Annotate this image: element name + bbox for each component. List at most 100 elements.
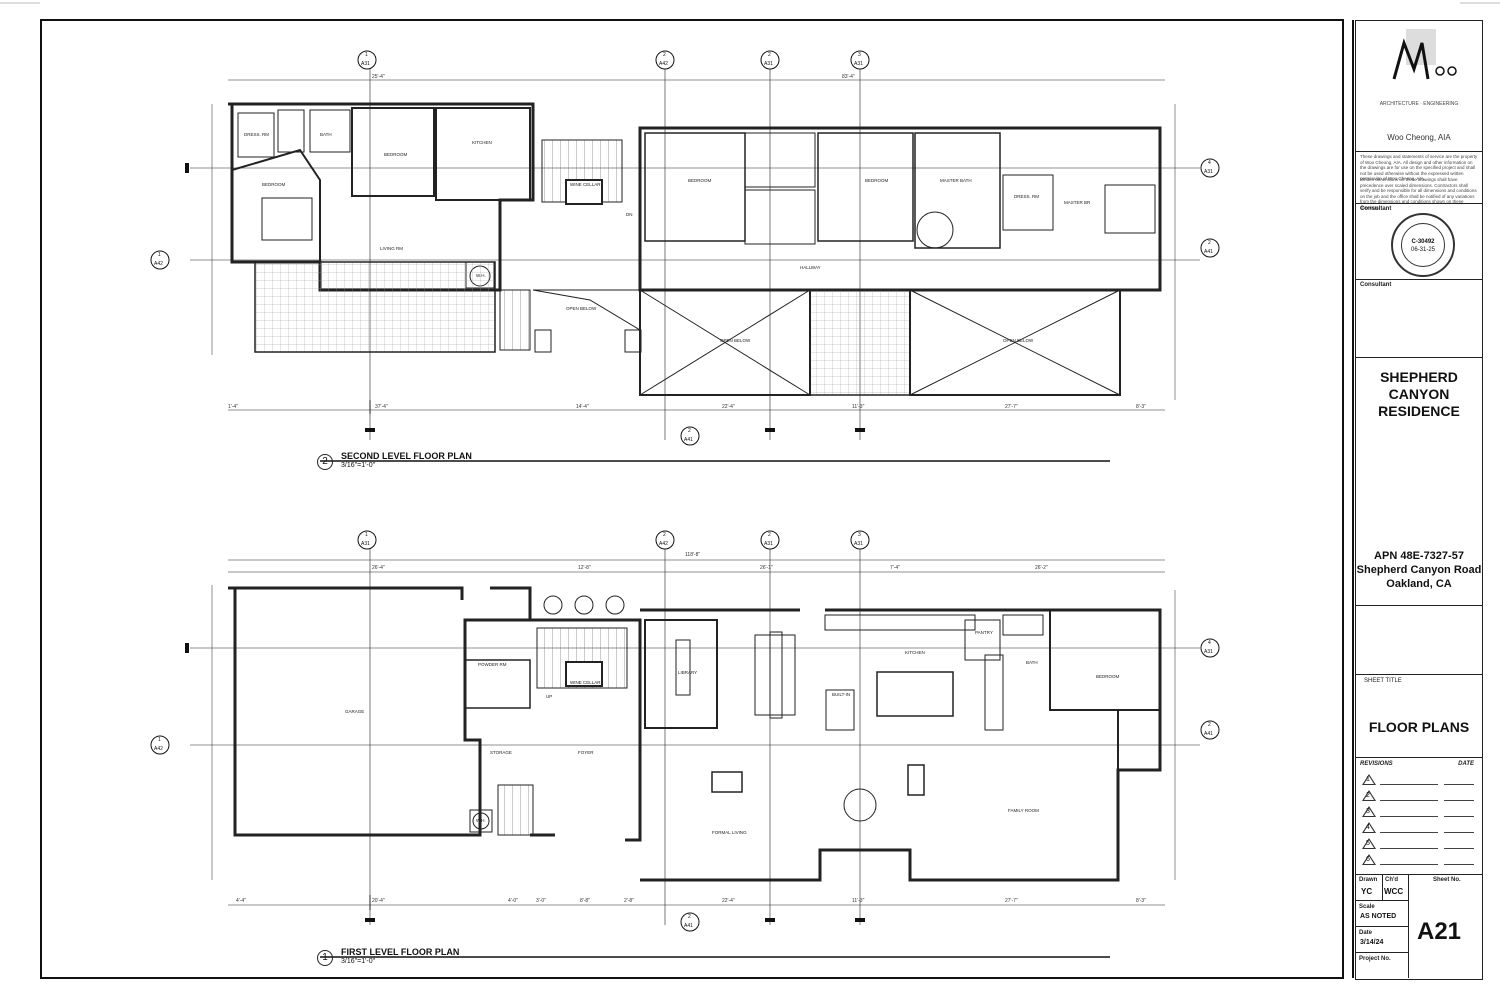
room-label: LIVING RM — [380, 246, 404, 251]
marker-number: 3 — [858, 532, 861, 538]
sheet-title-cell: SHEET TITLE FLOOR PLANS — [1356, 674, 1482, 758]
project-name-line2: CANYON — [1388, 386, 1450, 402]
revision-triangle-icon — [1362, 822, 1376, 833]
revision-description-line — [1380, 848, 1438, 849]
revision-row: 5 — [1362, 838, 1476, 852]
revision-row: 3 — [1362, 806, 1476, 820]
dimension-text: 4'-4" — [236, 898, 246, 904]
view-number: 1 — [317, 950, 333, 966]
room-label: OPEN BELOW — [720, 338, 751, 343]
revision-triangle-icon — [1362, 774, 1376, 785]
date-row-label: Date — [1359, 930, 1373, 936]
stamp-license: C-30492 — [1411, 239, 1435, 245]
dimension-text: 22'-4" — [722, 898, 735, 904]
dimension-text: 26'-4" — [372, 565, 385, 571]
dimension-text: 37'-4" — [375, 404, 388, 410]
dimension-text: 1'-4" — [228, 404, 238, 410]
revision-triangle-icon — [1362, 806, 1376, 817]
marker-number: 2 — [1208, 240, 1211, 246]
revision-triangle-icon — [1362, 838, 1376, 849]
view-number: 2 — [317, 454, 333, 470]
revision-description-line — [1380, 864, 1438, 865]
revision-description-line — [1380, 816, 1438, 817]
view-title: FIRST LEVEL FLOOR PLAN — [341, 947, 460, 957]
marker-sheet: A31 — [854, 61, 863, 67]
revision-number: 3 — [1366, 808, 1370, 815]
marker-number: 2 — [663, 52, 666, 58]
room-label: UP — [546, 694, 553, 699]
checked-cell: Ch'd WCC — [1382, 874, 1409, 901]
city-state: Oakland, CA — [1386, 578, 1452, 590]
revision-description-line — [1380, 832, 1438, 833]
first-level-plan — [190, 540, 1200, 925]
dimension-text: 26'-1" — [760, 565, 773, 571]
drawn-label: Drawn — [1359, 877, 1378, 883]
marker-sheet: A31 — [361, 541, 370, 547]
marker-number: 1 — [365, 52, 368, 58]
project-name-line1: SHEPHERD — [1380, 369, 1458, 385]
dimension-text: 27'-7" — [1005, 404, 1018, 410]
second-level-plan — [190, 60, 1200, 440]
dimension-text: 20'-4" — [372, 898, 385, 904]
revision-number: 2 — [1366, 792, 1370, 799]
sheet-number: A21 — [1417, 918, 1462, 945]
room-label: HALLWAY — [800, 265, 821, 270]
project-number-label: Project No. — [1359, 956, 1391, 962]
dimension-text: 3'-0" — [536, 898, 546, 904]
drawn-value: YC — [1361, 887, 1373, 896]
marker-sheet: A31 — [764, 541, 773, 547]
architect-name: Woo Cheong, AIA — [1387, 133, 1451, 142]
date-label: DATE — [1458, 761, 1474, 767]
room-label: W.H. — [476, 818, 486, 823]
apn-number: APN 48E-7327-57 — [1374, 550, 1464, 562]
marker-number: 1 — [158, 252, 161, 258]
marker-sheet: A41 — [1204, 249, 1213, 255]
firm-cell: ARCHITECTURE · ENGINEERING Woo Cheong, A… — [1356, 21, 1482, 152]
revision-number: 5 — [1366, 840, 1370, 847]
dimension-text: 4'-0" — [508, 898, 518, 904]
dimension-text: 8'-8" — [580, 898, 590, 904]
revision-triangle-icon — [1362, 790, 1376, 801]
disclaimer-cell: These drawings and statements of service… — [1356, 151, 1482, 210]
room-label: POWDER RM — [478, 662, 507, 667]
revision-date-line — [1444, 816, 1474, 817]
consultant-label: Consultant — [1360, 282, 1392, 288]
room-label: WINE CELLAR — [570, 680, 601, 685]
dimension-text: 27'-7" — [1005, 898, 1018, 904]
firm-logo — [1392, 29, 1457, 80]
dimension-text: 8'-3" — [1136, 404, 1146, 410]
sheet-title: FLOOR PLANS — [1368, 719, 1470, 735]
grid-markers-second — [150, 50, 1220, 932]
marker-sheet: A31 — [361, 61, 370, 67]
street-address: Shepherd Canyon Road — [1356, 564, 1482, 576]
room-label: DRESS. RM — [1014, 194, 1040, 199]
firm-tagline: ARCHITECTURE · ENGINEERING — [1379, 101, 1459, 107]
marker-number: 3 — [858, 52, 861, 58]
sheet-border — [40, 19, 1344, 979]
room-label: BEDROOM — [865, 178, 889, 183]
marker-sheet: A31 — [764, 61, 773, 67]
room-label: DN — [626, 212, 633, 217]
marker-number: 2 — [768, 532, 771, 538]
dimension-text: 14'-4" — [576, 404, 589, 410]
room-label: BEDROOM — [1096, 674, 1120, 679]
dimension-text: 2'-8" — [624, 898, 634, 904]
revision-description-line — [1380, 800, 1438, 801]
revision-row: 4 — [1362, 822, 1476, 836]
room-label: BUILT-IN — [832, 692, 851, 697]
revisions-label: REVISIONS — [1360, 761, 1393, 767]
marker-sheet: A42 — [154, 261, 163, 267]
marker-sheet: A42 — [659, 61, 668, 67]
revision-date-line — [1444, 784, 1474, 785]
room-label: MASTER BATH — [940, 178, 972, 183]
marker-number: 4 — [1208, 640, 1211, 646]
marker-sheet: A42 — [659, 541, 668, 547]
revision-row: 1 — [1362, 774, 1476, 788]
scale-cell: Scale AS NOTED — [1356, 901, 1409, 927]
revision-date-line — [1444, 800, 1474, 801]
revision-number: 6 — [1366, 856, 1370, 863]
date-value: 3/14/24 — [1360, 939, 1384, 946]
sheet-title-label: SHEET TITLE — [1364, 678, 1402, 684]
disclaimer-text: These drawings and statements of service… — [1360, 154, 1478, 181]
room-label: BEDROOM — [688, 178, 712, 183]
